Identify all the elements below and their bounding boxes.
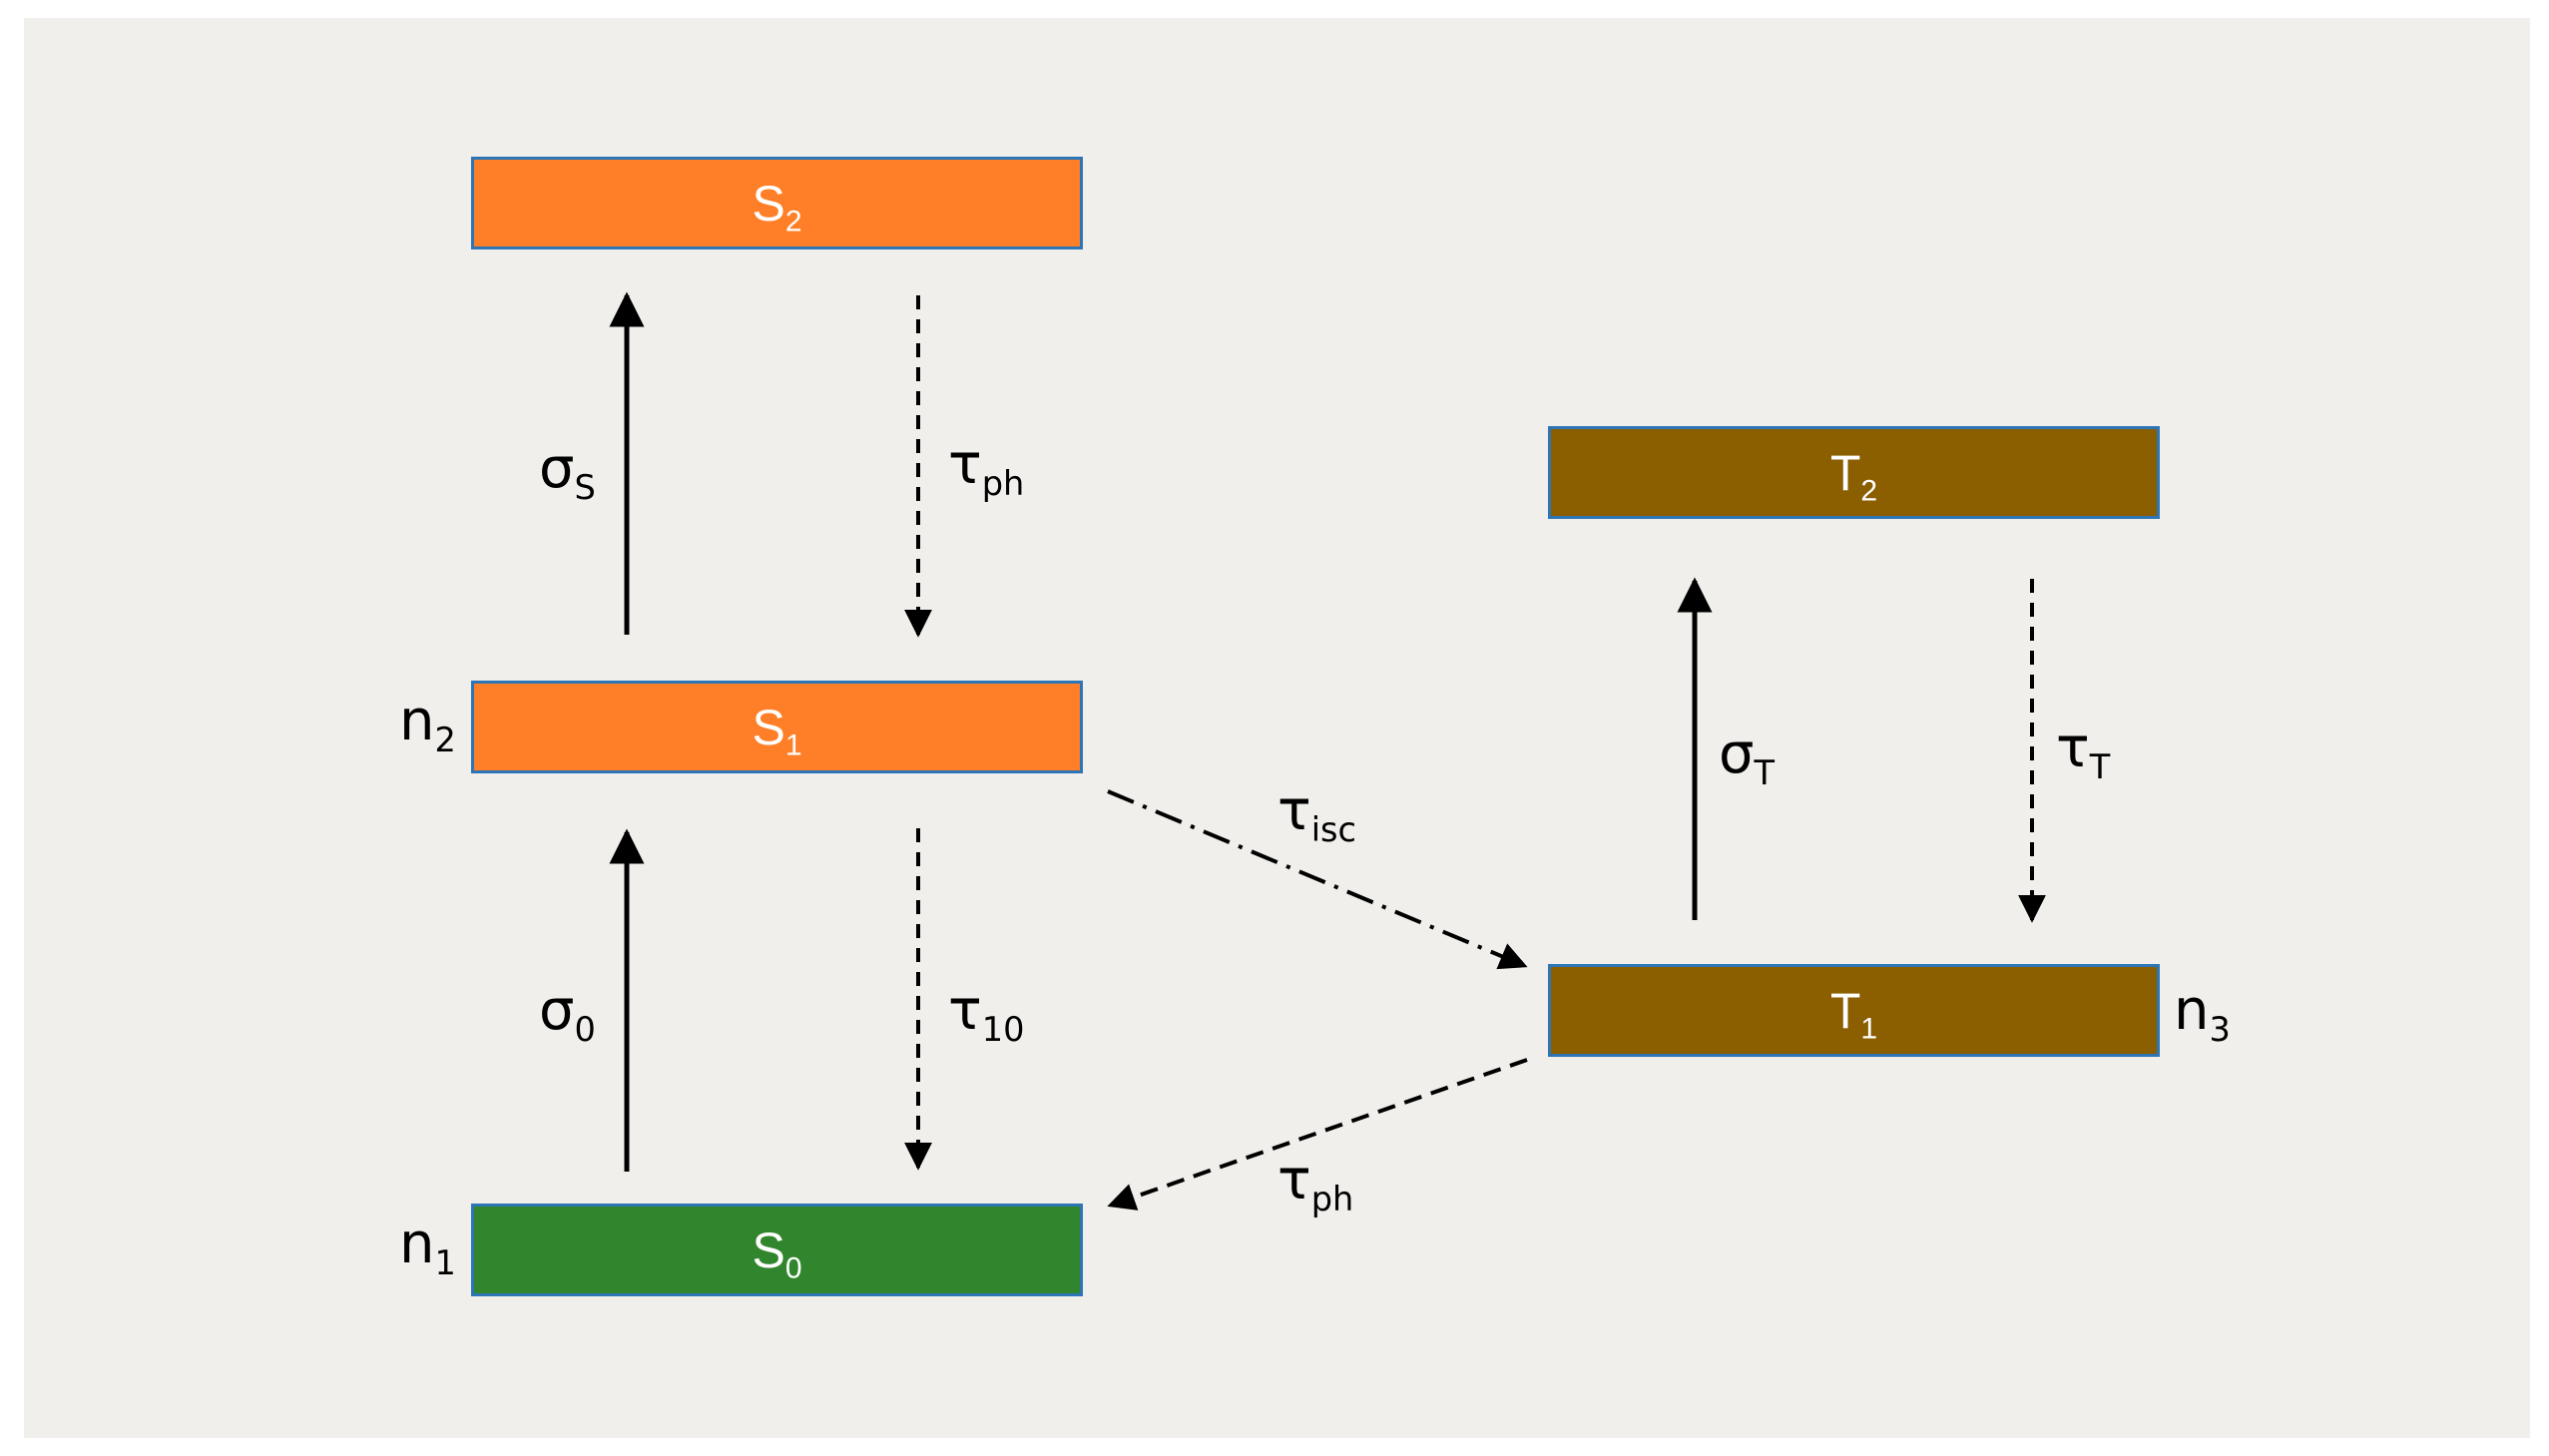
tau-t-label: τT [2056, 716, 2111, 786]
sigma-0-label: σ0 [539, 978, 596, 1049]
tau-isc-label: τisc [1277, 778, 1357, 849]
sigma-s-label: σS [539, 436, 596, 507]
tau-ph-triplet-label: τph [1277, 1148, 1354, 1218]
sigma-t-label: σT [1719, 722, 1776, 792]
tau-ph-singlet-label: τph [948, 432, 1025, 503]
level-s0-label: S0 [752, 1221, 802, 1284]
level-t1: T1 [1548, 964, 2160, 1057]
level-s1: S1 [471, 681, 1083, 773]
level-s2-label: S2 [752, 175, 802, 238]
level-t1-label: T1 [1829, 982, 1878, 1045]
level-s2: S2 [471, 157, 1083, 249]
population-n1-label: n1 [399, 1212, 456, 1282]
level-s1-label: S1 [752, 699, 802, 761]
population-n3-label: n3 [2174, 978, 2231, 1049]
population-n2-label: n2 [399, 689, 456, 759]
level-t2-label: T2 [1829, 444, 1878, 507]
level-s0: S0 [471, 1204, 1083, 1296]
tau-10-label: τ10 [948, 978, 1025, 1049]
level-t2: T2 [1548, 426, 2160, 519]
